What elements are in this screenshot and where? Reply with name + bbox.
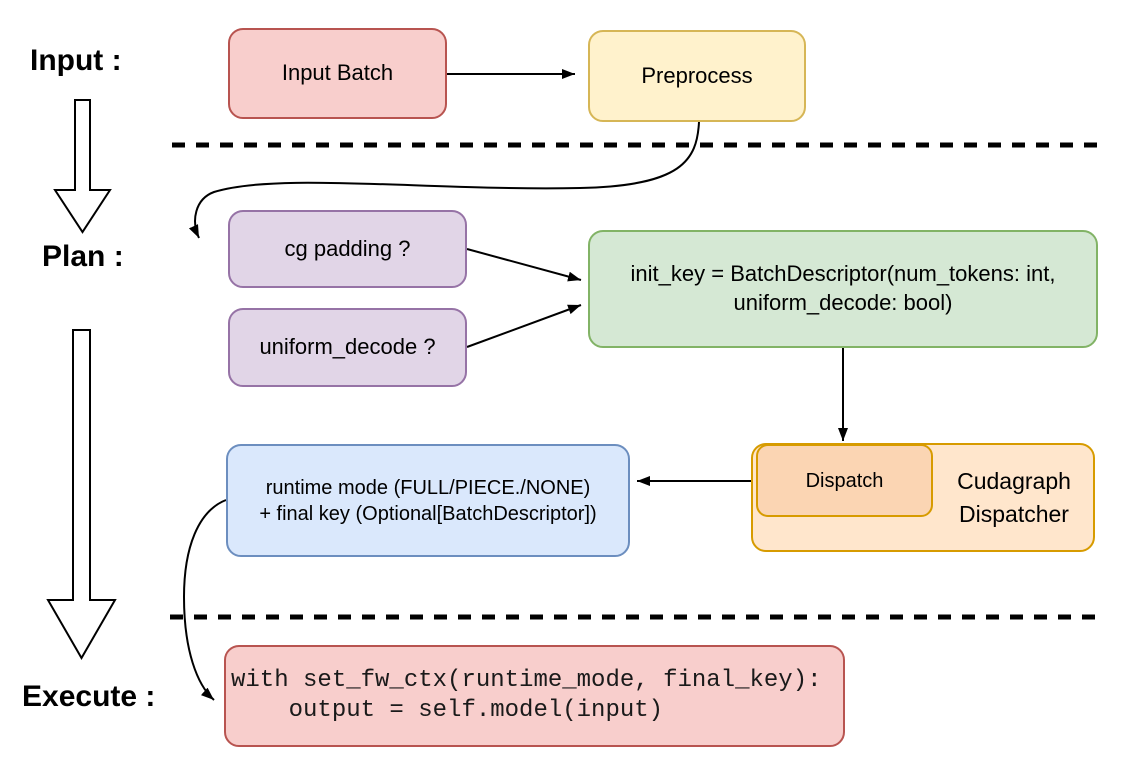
node-dispatch: Dispatch	[756, 444, 933, 517]
section-label-input: Input :	[30, 44, 122, 77]
execute-code-line1: with set_fw_ctx(runtime_mode, final_key)…	[231, 667, 822, 694]
node-input-batch: Input Batch	[228, 28, 447, 119]
node-input-batch-label: Input Batch	[281, 60, 394, 86]
connector-uniformdecode-to-initkey	[466, 304, 582, 348]
node-runtime-output: runtime mode (FULL/PIECE./NONE) + final …	[226, 444, 630, 557]
node-init-key-line1: init_key = BatchDescriptor(num_tokens: i…	[630, 261, 1056, 287]
node-init-key-line2: uniform_decode: bool)	[733, 290, 953, 315]
hollow-arrow-input-to-plan	[53, 99, 112, 234]
node-cg-padding-label: cg padding ?	[284, 235, 411, 261]
node-runtime-output-line2: + final key (Optional[BatchDescriptor])	[259, 502, 597, 525]
cudagraph-dispatcher-line2: Dispatcher	[959, 500, 1069, 527]
node-execute-code: with set_fw_ctx(runtime_mode, final_key)…	[224, 645, 845, 747]
connector-preprocess-to-cgpadding	[188, 121, 700, 239]
node-uniform-decode: uniform_decode ?	[228, 308, 467, 387]
node-preprocess-label: Preprocess	[641, 62, 753, 88]
cudagraph-dispatcher-line1: Cudagraph	[957, 468, 1071, 495]
node-dispatch-label: Dispatch	[805, 469, 884, 492]
hollow-arrow-plan-to-execute	[46, 329, 117, 660]
execute-code-line2: output = self.model(input)	[231, 697, 664, 724]
connector-runtime-to-execute-code	[182, 499, 227, 701]
node-uniform-decode-label: uniform_decode ?	[259, 334, 436, 360]
node-cg-padding: cg padding ?	[228, 210, 467, 288]
node-cudagraph-dispatcher-label: Cudagraph Dispatcher	[933, 443, 1095, 552]
section-label-plan: Plan :	[42, 240, 124, 273]
node-runtime-output-line1: runtime mode (FULL/PIECE./NONE)	[265, 476, 591, 499]
section-label-execute: Execute :	[22, 680, 156, 713]
node-init-key: init_key = BatchDescriptor(num_tokens: i…	[588, 230, 1098, 348]
node-preprocess: Preprocess	[588, 30, 806, 122]
connector-cgpadding-to-initkey	[466, 248, 582, 282]
